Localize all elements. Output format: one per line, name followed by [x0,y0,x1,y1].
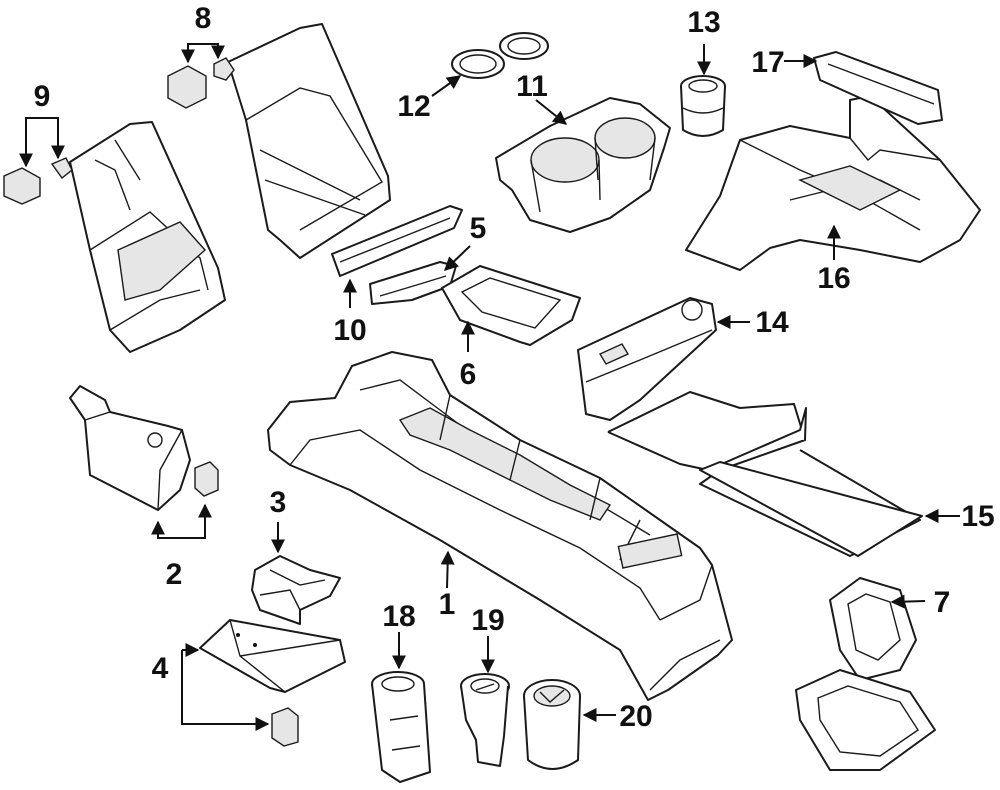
part-8-panel [167,23,391,259]
part-14-trim-panel [577,297,717,421]
part-20-socket [523,679,581,770]
callout-6: 6 [460,358,477,391]
callout-17: 17 [751,46,784,79]
callout-18: 18 [382,600,415,633]
callout-2: 2 [166,558,183,591]
part-15-armrest-pad [607,391,923,557]
part-11-cup-holder [495,97,671,233]
part-13-small-cup [680,75,726,137]
callout-12: 12 [397,90,430,123]
callout-labels: 1 2 3 4 5 6 7 8 9 10 11 12 13 14 15 16 1… [34,2,995,733]
part-3-bracket [251,555,341,625]
part-18-socket [371,671,431,783]
callout-1: 1 [439,588,456,621]
part-2-side-panel [69,385,219,511]
part-7-bezel [795,577,936,771]
callout-3: 3 [270,486,287,519]
callout-11: 11 [516,70,548,103]
part-19-socket [460,673,510,767]
callout-5: 5 [470,212,487,245]
part-17-trim-strip [813,51,943,125]
part-12-cup-insert [451,32,549,79]
callout-14: 14 [755,306,789,339]
callout-4: 4 [152,652,169,685]
callout-20: 20 [619,700,652,733]
part-1-console-body [267,351,733,701]
callout-13: 13 [687,6,720,39]
callout-16: 16 [817,262,850,295]
callout-10: 10 [333,314,366,347]
part-10-trim-bar [331,205,463,277]
part-16-armrest-base [685,95,981,271]
callout-7: 7 [934,586,951,619]
callout-15: 15 [961,500,994,533]
part-5-trim-strip [369,261,457,305]
callout-9: 9 [34,80,51,113]
part-4-module [199,619,346,747]
part-6-shifter-bezel [441,265,581,346]
leader-lines [19,43,960,731]
callout-19: 19 [471,604,504,637]
part-9-side-bracket [3,121,226,353]
callout-8: 8 [195,2,212,35]
